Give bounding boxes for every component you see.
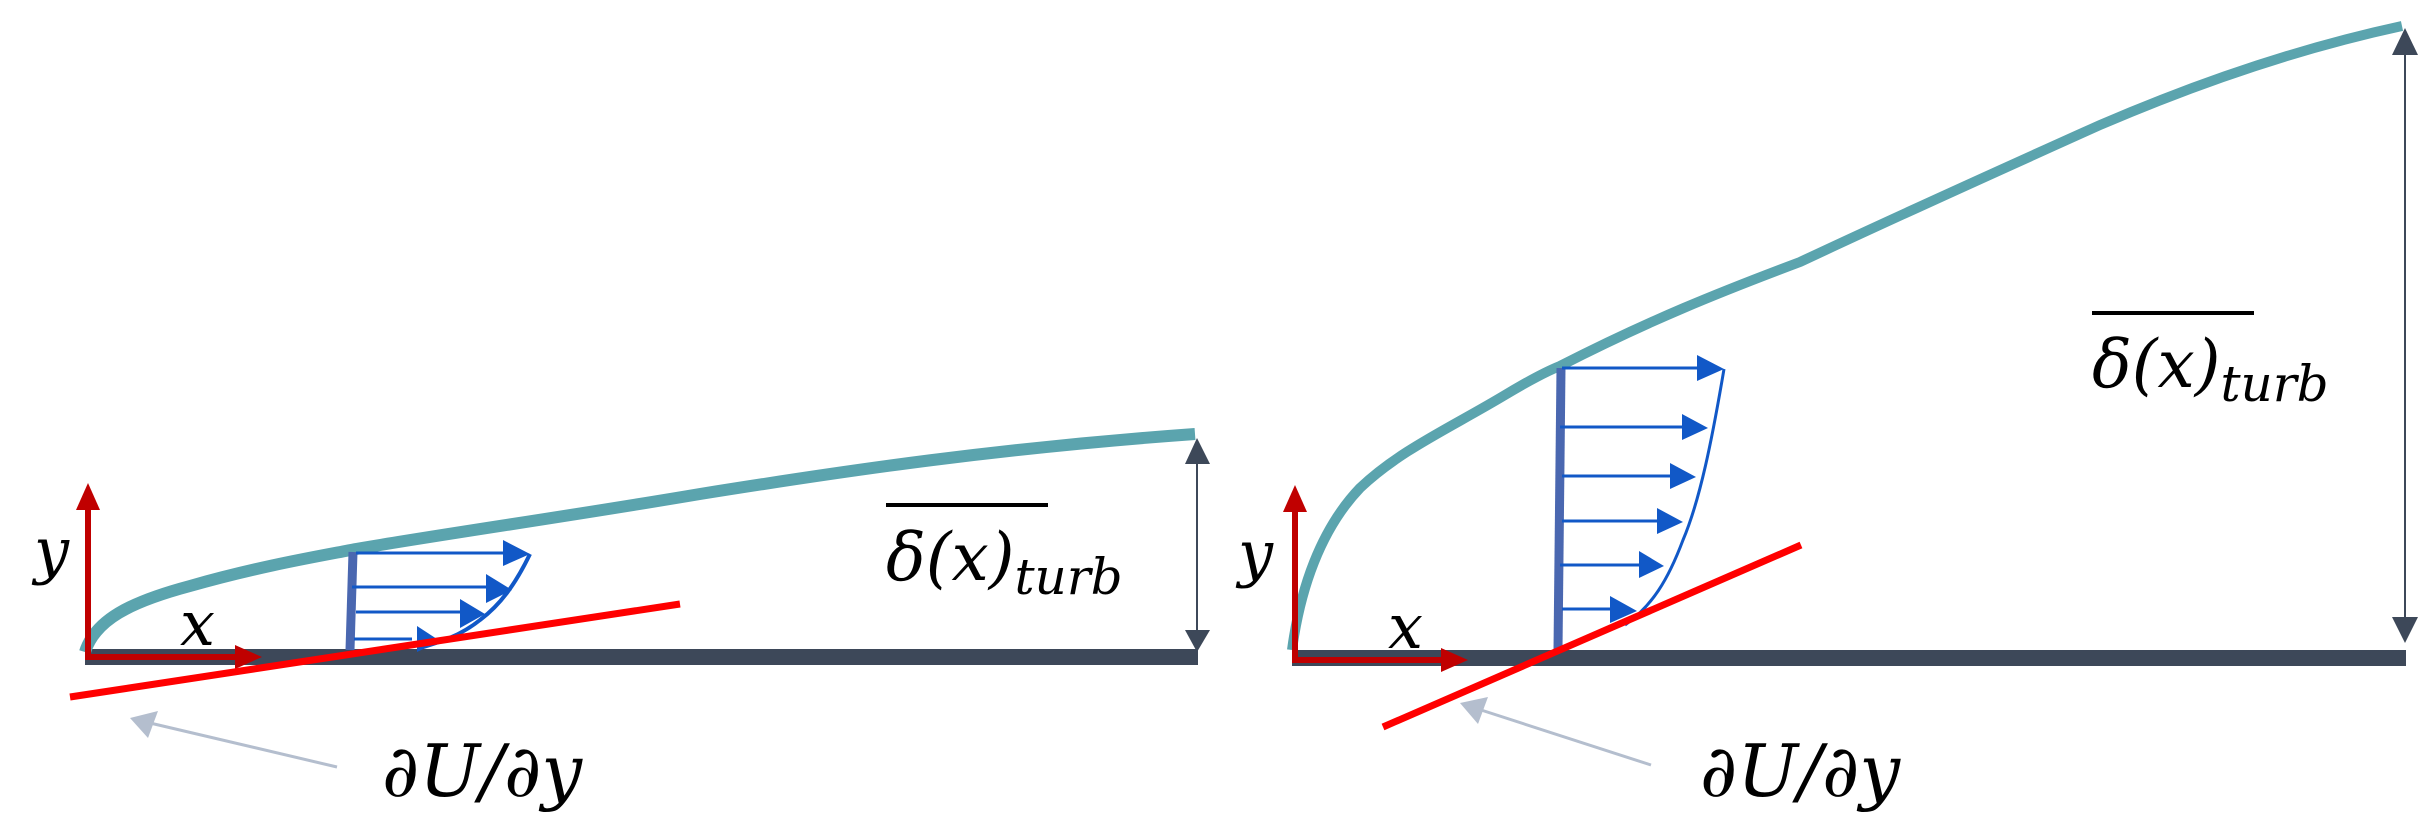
gradient-label: ∂U/∂y [1700,729,1901,813]
thickness-label-main: δ(x) [2092,326,2220,403]
wall-gradient-tangent [1381,541,1803,731]
gradient-pointer-arrowhead-icon [1460,697,1488,724]
profile-baseline [345,551,358,651]
boundary-layer-edge [79,428,1196,655]
y-axis-arrowhead-icon [76,483,100,510]
thickness-label: δ(x)turb [886,519,1123,606]
y-axis-arrowhead-icon [1283,485,1307,512]
dimension-arrowhead-down-icon [1185,630,1210,652]
gradient-label: ∂U/∂y [382,729,583,813]
x-axis-label: x [180,587,215,660]
gradient-pointer-arrow [1477,707,1652,767]
dimension-arrowhead-up-icon [1185,438,1210,464]
x-axis-arrowhead-icon [235,645,262,669]
x-axis-arrowhead-icon [1441,648,1468,672]
right-panel: y x δ(x)turb [1235,21,2418,813]
left-panel: y x δ(x)turb ∂U/∂y [31,428,1210,813]
x-axis-label: x [1388,590,1423,663]
y-axis-label: y [1235,517,1274,590]
gradient-pointer-arrow [149,721,338,769]
wall-plate [1292,650,2406,666]
y-axis-label: y [31,514,70,587]
velocity-arrows [1560,366,1700,611]
velocity-profile-curve [1624,368,1726,627]
dimension-arrowhead-down-icon [2392,617,2418,643]
dimension-arrowhead-up-icon [2392,28,2418,55]
thickness-label-subscript: turb [1014,548,1122,606]
boundary-layer-edge [1287,21,2404,651]
velocity-arrows [352,551,505,641]
wall-gradient-tangent [69,600,681,701]
thickness-label-main: δ(x) [886,519,1014,596]
profile-baseline [1553,367,1566,651]
thickness-label: δ(x)turb [2092,326,2329,413]
gradient-pointer-arrowhead-icon [130,711,158,738]
thickness-label-subscript: turb [2220,355,2328,413]
velocity-arrowheads-icon [1610,355,1724,623]
